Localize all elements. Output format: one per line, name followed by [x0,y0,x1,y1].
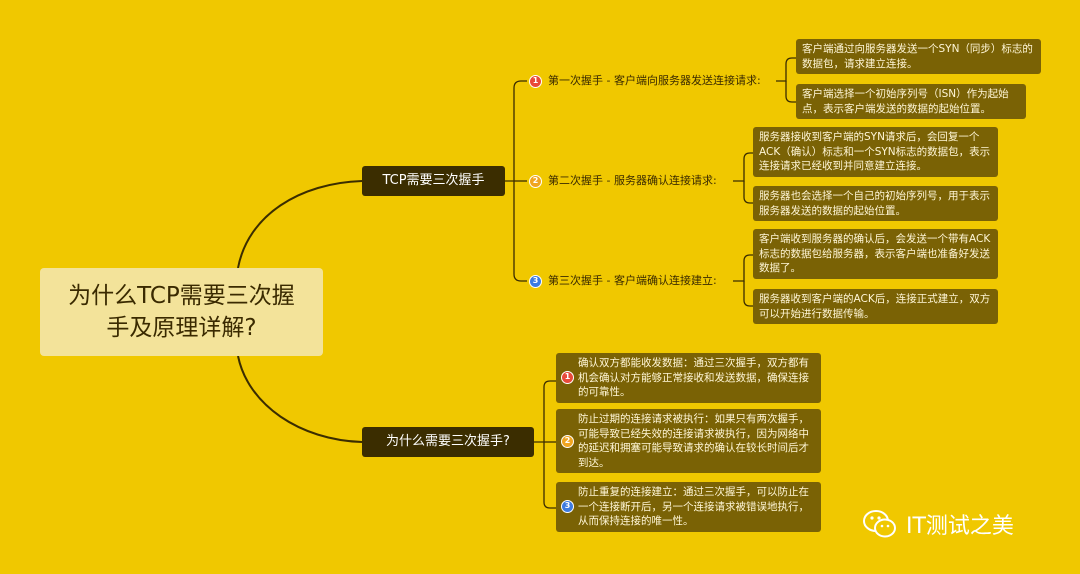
leaf-text: 客户端通过向服务器发送一个SYN（同步）标志的数据包，请求建立连接。 [802,43,1033,70]
wechat-icon [863,510,896,538]
branch-tcp-handshake[interactable]: TCP需要三次握手 [362,166,505,196]
reason-text: 确认双方都能收发数据：通过三次握手，双方都有机会确认对方能够正常接收和发送数据，… [578,357,809,398]
reason-item-2[interactable]: 2 防止过期的连接请求被执行：如果只有两次握手，可能导致已经失效的连接请求被执行… [556,409,821,473]
leaf-third-handshake-ack[interactable]: 客户端收到服务器的确认后，会发送一个带有ACK标志的数据包给服务器，表示客户端也… [753,229,998,279]
root-title: 为什么TCP需要三次握手及原理详解? [68,283,295,341]
leaf-text: 服务器也会选择一个自己的初始序列号，用于表示服务器发送的数据的起始位置。 [759,190,990,217]
reason-text: 防止重复的连接建立：通过三次握手，可以防止在一个连接断开后，另一个连接请求被错误… [578,486,809,527]
leaf-second-handshake-isn[interactable]: 服务器也会选择一个自己的初始序列号，用于表示服务器发送的数据的起始位置。 [753,186,998,221]
logo-text: IT测试之美 [906,514,1014,539]
leaf-text: 客户端收到服务器的确认后，会发送一个带有ACK标志的数据包给服务器，表示客户端也… [759,233,991,274]
reason-text: 防止过期的连接请求被执行：如果只有两次握手，可能导致已经失效的连接请求被执行，因… [578,413,809,469]
topic-label: 第一次握手 - 客户端向服务器发送连接请求: [548,74,761,87]
branch-why-handshake[interactable]: 为什么需要三次握手? [362,427,534,457]
topic-second-handshake[interactable]: 2 第二次握手 - 服务器确认连接请求: [529,173,717,189]
reason-item-1[interactable]: 1 确认双方都能收发数据：通过三次握手，双方都有机会确认对方能够正常接收和发送数… [556,353,821,403]
leaf-text: 服务器收到客户端的ACK后，连接正式建立，双方可以开始进行数据传输。 [759,293,991,320]
leaf-second-handshake-ack[interactable]: 服务器接收到客户端的SYN请求后，会回复一个ACK（确认）标志和一个SYN标志的… [753,127,998,177]
topic-third-handshake[interactable]: 3 第三次握手 - 客户端确认连接建立: [529,273,717,289]
number-1-icon: 1 [529,74,542,88]
topic-label: 第二次握手 - 服务器确认连接请求: [548,174,717,187]
leaf-first-handshake-syn[interactable]: 客户端通过向服务器发送一个SYN（同步）标志的数据包，请求建立连接。 [796,39,1041,74]
number-2-icon: 2 [529,174,542,188]
topic-first-handshake[interactable]: 1 第一次握手 - 客户端向服务器发送连接请求: [529,73,761,89]
number-3-icon: 3 [561,500,574,514]
root-node[interactable]: 为什么TCP需要三次握手及原理详解? [40,268,323,356]
number-2-icon: 2 [561,434,574,448]
reason-item-3[interactable]: 3 防止重复的连接建立：通过三次握手，可以防止在一个连接断开后，另一个连接请求被… [556,482,821,532]
number-1-icon: 1 [561,371,574,385]
watermark-logo: IT测试之美 [862,508,1014,540]
branch-label: TCP需要三次握手 [382,173,485,188]
topic-label: 第三次握手 - 客户端确认连接建立: [548,274,717,287]
leaf-third-handshake-established[interactable]: 服务器收到客户端的ACK后，连接正式建立，双方可以开始进行数据传输。 [753,289,998,324]
leaf-first-handshake-isn[interactable]: 客户端选择一个初始序列号（ISN）作为起始点，表示客户端发送的数据的起始位置。 [796,84,1026,119]
branch-label: 为什么需要三次握手? [386,434,510,449]
leaf-text: 客户端选择一个初始序列号（ISN）作为起始点，表示客户端发送的数据的起始位置。 [802,88,1009,115]
number-3-icon: 3 [529,274,542,288]
leaf-text: 服务器接收到客户端的SYN请求后，会回复一个ACK（确认）标志和一个SYN标志的… [759,131,991,172]
